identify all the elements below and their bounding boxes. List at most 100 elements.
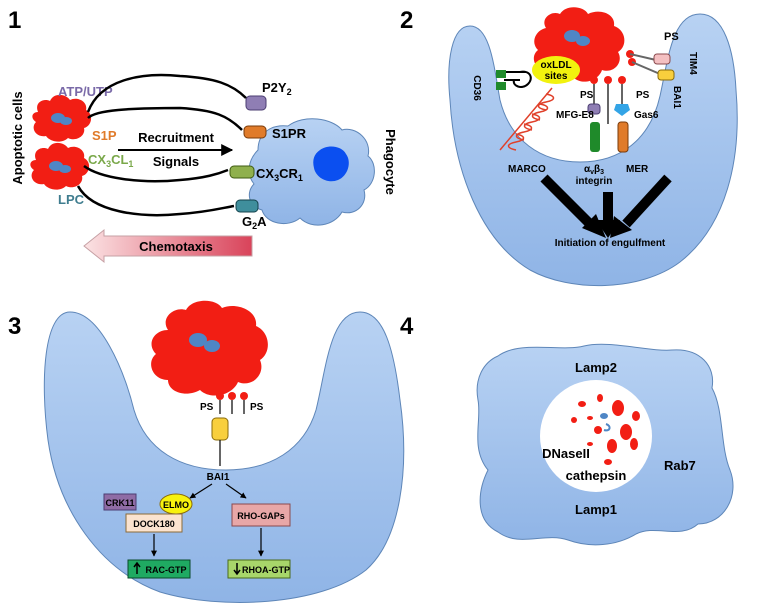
- rho-gaps-box: [231, 503, 291, 527]
- s1pr-receptor: [243, 125, 267, 139]
- tim4-receptor: [653, 53, 671, 65]
- bai1-label: BAI1: [671, 86, 682, 109]
- panel-2: 2 PS TIM4 BAI1 oxLDL sites CD36: [400, 7, 738, 287]
- nucleus-fragment: [603, 423, 611, 432]
- rho-gaps-label: RHO-GAPs: [237, 511, 285, 521]
- phagocyte-cup-2: [448, 13, 738, 287]
- ps-stalk: [629, 53, 657, 61]
- cx3cl1-label: CX3CL1: [88, 152, 133, 169]
- g2a-label: G2A: [242, 214, 267, 231]
- gas6-bridge: [614, 104, 630, 116]
- engulfment-arrow-left: [540, 174, 596, 230]
- crk11-box: [103, 493, 137, 511]
- signal-arc-cx3cl1: [83, 164, 229, 183]
- panel-1: 1 Apoptotic cells ATP/UTP S1P CX3CL1 LPC…: [8, 7, 398, 264]
- marco-helix: [499, 87, 555, 151]
- signal-arc-atp: [86, 73, 247, 113]
- cd36-label: CD36: [471, 75, 482, 101]
- panel-3: 3 PS PS BAI1 CRK11 ELMO DOCK180 RHO-GAPs…: [8, 300, 405, 603]
- apoptotic-cells-label: Apoptotic cells: [10, 91, 25, 184]
- up-arrow-icon: [133, 561, 141, 574]
- signal-arc-lpc: [76, 185, 235, 217]
- mfg-e8-bridge: [587, 103, 601, 115]
- oxldl-label-line1: oxLDL: [540, 60, 571, 71]
- dock180-label: DOCK180: [133, 519, 175, 529]
- mer-label: MER: [626, 164, 649, 175]
- phagocyte-cell: [248, 118, 375, 226]
- integrin-label: αvβ3: [584, 164, 604, 176]
- s1pr-label: S1PR: [272, 126, 307, 141]
- nucleus-fragment: [189, 333, 207, 347]
- marco-label: MARCO: [508, 164, 546, 175]
- tim4-label: TIM4: [687, 52, 698, 75]
- cx3cr1-label: CX3CR1: [256, 166, 303, 183]
- lamp2-label: Lamp2: [575, 360, 617, 375]
- bai1-to-elmo-arrow: [189, 483, 213, 499]
- panel-2-number: 2: [400, 7, 413, 34]
- bai1-receptor: [211, 417, 229, 441]
- mfg-e8-label: MFG-E8: [556, 110, 594, 121]
- panel-1-number: 1: [8, 7, 21, 34]
- integrin-receptor: [590, 122, 600, 152]
- cx3cr1-receptor: [229, 165, 255, 179]
- signal-arc-s1p: [87, 106, 243, 131]
- cathepsin-label: cathepsin: [566, 468, 627, 483]
- bai1-receptor: [657, 69, 675, 81]
- p2y2-receptor: [245, 95, 267, 111]
- recruitment-label-line2: Signals: [153, 154, 199, 169]
- lpc-label: LPC: [58, 192, 85, 207]
- nucleus-fragment: [59, 165, 71, 173]
- gas6-label: Gas6: [634, 110, 659, 121]
- mer-receptor: [617, 121, 629, 153]
- initiation-label: Initiation of engulfment: [555, 238, 666, 249]
- ps-dot: [590, 76, 598, 84]
- nucleus-fragment: [60, 117, 72, 125]
- ps-dot: [240, 392, 248, 400]
- ps-right-label: PS: [250, 402, 264, 413]
- rac-gtp-label: RAC-GTP: [146, 565, 187, 575]
- elmo-label: ELMO: [163, 500, 189, 510]
- ps-top-label: PS: [664, 31, 679, 43]
- oxldl-sites-region: [532, 56, 580, 84]
- bai1-to-rhogaps-arrow: [225, 483, 247, 499]
- nucleus-fragment: [576, 36, 590, 46]
- engulfment-arrow-right: [622, 174, 672, 228]
- phagocyte-label: Phagocyte: [383, 129, 398, 195]
- cd36-receptor: [496, 70, 532, 90]
- engulfment-arrow-right-head: [610, 216, 632, 238]
- panel-4: 4 Lamp2 Rab7 DNaseII cathepsin Lamp1: [400, 313, 734, 546]
- rac-gtp-box: [127, 559, 191, 579]
- ps-dot: [216, 392, 224, 400]
- dnaseii-label: DNaseII: [542, 446, 590, 461]
- panel-4-number: 4: [400, 313, 414, 340]
- nucleus-icon: [313, 146, 349, 182]
- lamp1-label: Lamp1: [575, 502, 617, 517]
- engulfment-arrow-left-head: [582, 214, 606, 238]
- chemotaxis-label: Chemotaxis: [139, 239, 213, 254]
- bai1-label: BAI1: [207, 472, 230, 483]
- rhoa-gtp-label: RHOA-GTP: [242, 565, 290, 575]
- ps-dot: [604, 76, 612, 84]
- rhoa-gtp-box: [227, 559, 291, 579]
- nucleus-fragment: [564, 30, 580, 42]
- g2a-receptor: [235, 199, 259, 213]
- panel-3-number: 3: [8, 313, 21, 340]
- dock180-box: [125, 513, 183, 533]
- ps-stalk: [631, 61, 661, 75]
- chemotaxis-arrow: [83, 228, 253, 264]
- integrin-word-label: integrin: [576, 176, 613, 187]
- recruitment-label-line1: Recruitment: [138, 130, 215, 145]
- ps-left-label: PS: [200, 402, 214, 413]
- rab7-label: Rab7: [664, 458, 696, 473]
- nucleus-fragment: [600, 413, 608, 419]
- degraded-fragments: [571, 394, 640, 465]
- oxldl-label-line2: sites: [545, 71, 568, 82]
- ps-left-label: PS: [580, 90, 594, 101]
- crk11-label: CRK11: [105, 498, 134, 508]
- p2y2-label: P2Y2: [262, 80, 292, 97]
- nucleus-fragment: [204, 340, 220, 352]
- ps-right-label: PS: [636, 90, 650, 101]
- s1p-label: S1P: [92, 128, 117, 143]
- ps-dot: [618, 76, 626, 84]
